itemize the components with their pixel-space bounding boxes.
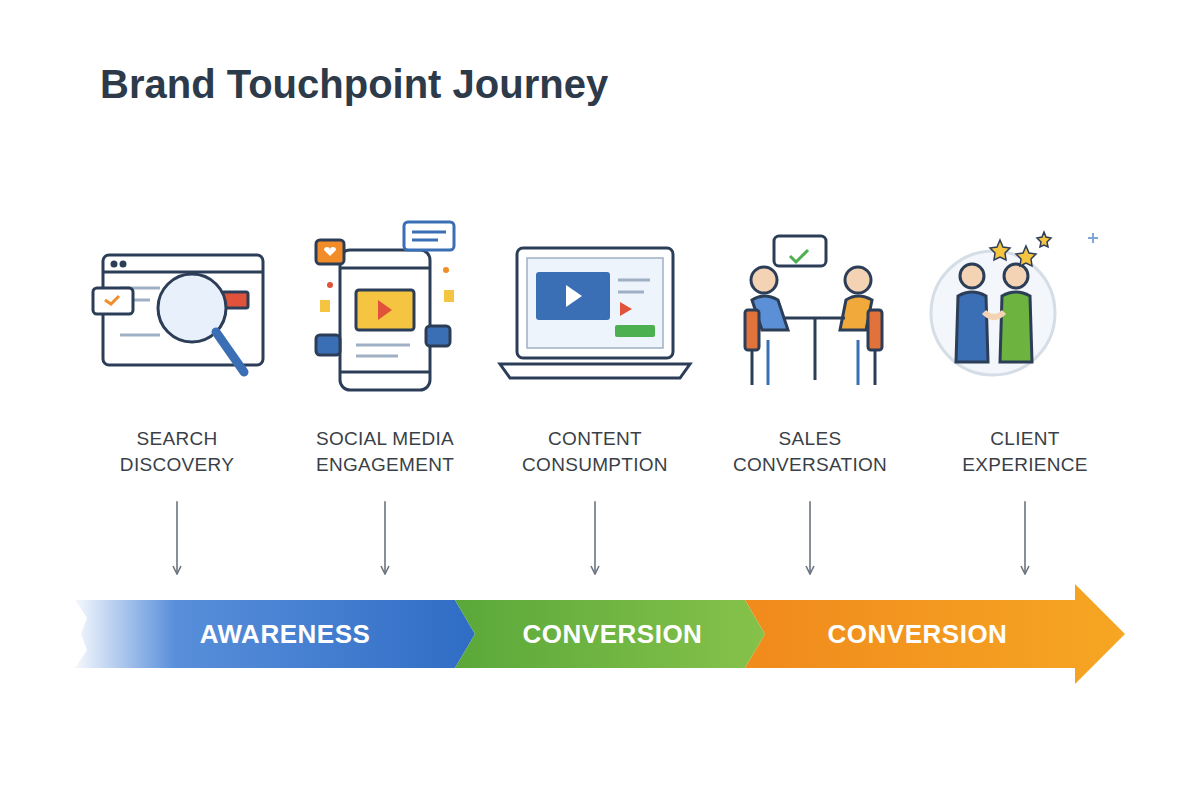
laptop-video-icon bbox=[500, 248, 690, 378]
band-fill bbox=[745, 584, 1125, 684]
handshake-icon bbox=[931, 232, 1098, 375]
search-icon bbox=[93, 255, 263, 372]
social-media-icon bbox=[316, 222, 454, 390]
touchpoint-text: SEARCH DISCOVERY bbox=[86, 426, 268, 477]
touchpoint-text: CLIENT EXPERIENCE bbox=[934, 426, 1116, 477]
touchpoint-text: CONTENT CONSUMPTION bbox=[504, 426, 686, 477]
diagram-title: Brand Touchpoint Journey bbox=[100, 62, 608, 107]
stage-band: CONVERSION bbox=[745, 584, 1125, 684]
touchpoint-label: CLIENT EXPERIENCE bbox=[930, 424, 1120, 479]
stage-band: AWARENESS bbox=[75, 600, 475, 668]
touchpoint-label: SALES CONVERSATION bbox=[715, 424, 905, 479]
stage-text: CONVERSION bbox=[523, 619, 703, 650]
stage-band: CONVERSION bbox=[455, 600, 765, 668]
down-arrow bbox=[1024, 501, 1026, 574]
stage-text: CONVERSION bbox=[828, 619, 1008, 650]
down-arrow bbox=[594, 501, 596, 574]
band-fill bbox=[455, 600, 765, 668]
band-fill bbox=[75, 600, 475, 668]
down-arrow bbox=[809, 501, 811, 574]
down-arrow bbox=[384, 501, 386, 574]
meeting-icon bbox=[745, 236, 882, 385]
touchpoint-label: SEARCH DISCOVERY bbox=[82, 424, 272, 479]
touchpoint-label: CONTENT CONSUMPTION bbox=[500, 424, 690, 479]
touchpoint-text: SALES CONVERSATION bbox=[719, 426, 901, 477]
stage-text: AWARENESS bbox=[200, 619, 371, 650]
touchpoint-text: SOCIAL MEDIA ENGAGEMENT bbox=[294, 426, 476, 477]
down-arrow bbox=[176, 501, 178, 574]
touchpoint-label: SOCIAL MEDIA ENGAGEMENT bbox=[290, 424, 480, 479]
